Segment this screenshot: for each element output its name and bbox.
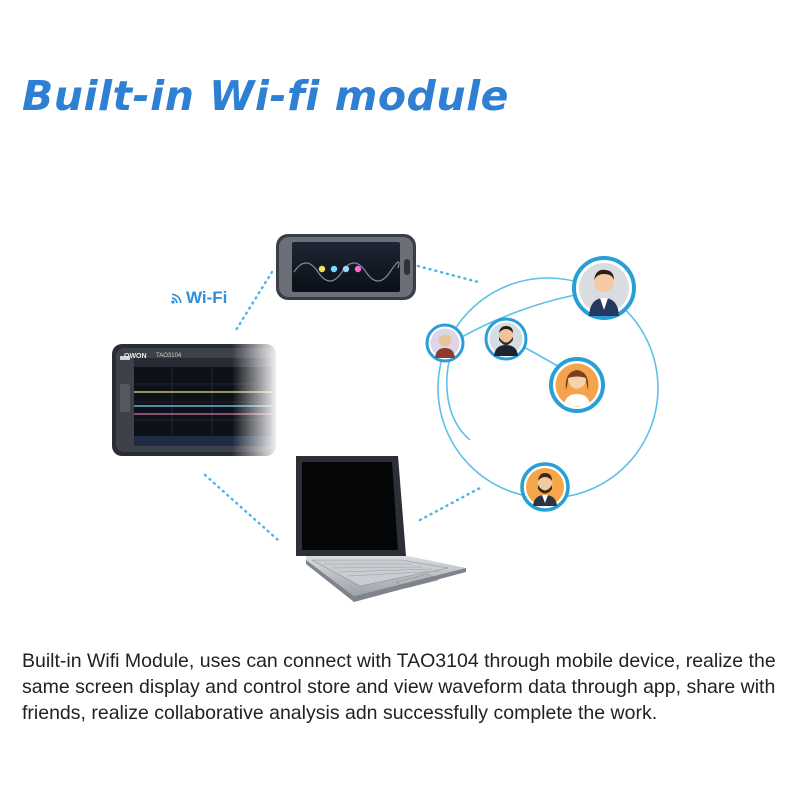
tablet-fade: [232, 338, 280, 462]
description-text: Built-in Wifi Module, uses can connect w…: [22, 650, 776, 724]
person-avatar-icon: [520, 462, 570, 512]
smartphone-icon: [276, 234, 416, 300]
wifi-label-text: Wi-Fi: [186, 288, 228, 307]
person-avatar-icon: [549, 357, 605, 413]
phone-tablet-link: [234, 270, 274, 332]
tablet-laptop-link: [203, 473, 280, 542]
connection-lines: [203, 264, 482, 542]
laptop-network-link: [418, 486, 482, 522]
tablet-brand: OWON: [124, 353, 147, 360]
tablet-model: TAO3104: [156, 353, 182, 359]
laptop-icon: [296, 456, 466, 602]
person-avatar-icon: [484, 317, 528, 361]
link-1: [459, 291, 593, 339]
wifi-icon: [171, 293, 182, 304]
wifi-label: Wi-Fi: [170, 288, 227, 308]
page-title: Built-in Wi-fi module: [22, 72, 509, 120]
person-avatar-icon: [572, 256, 636, 320]
phone-network-link: [416, 264, 480, 284]
person-avatar-icon: [425, 323, 465, 363]
